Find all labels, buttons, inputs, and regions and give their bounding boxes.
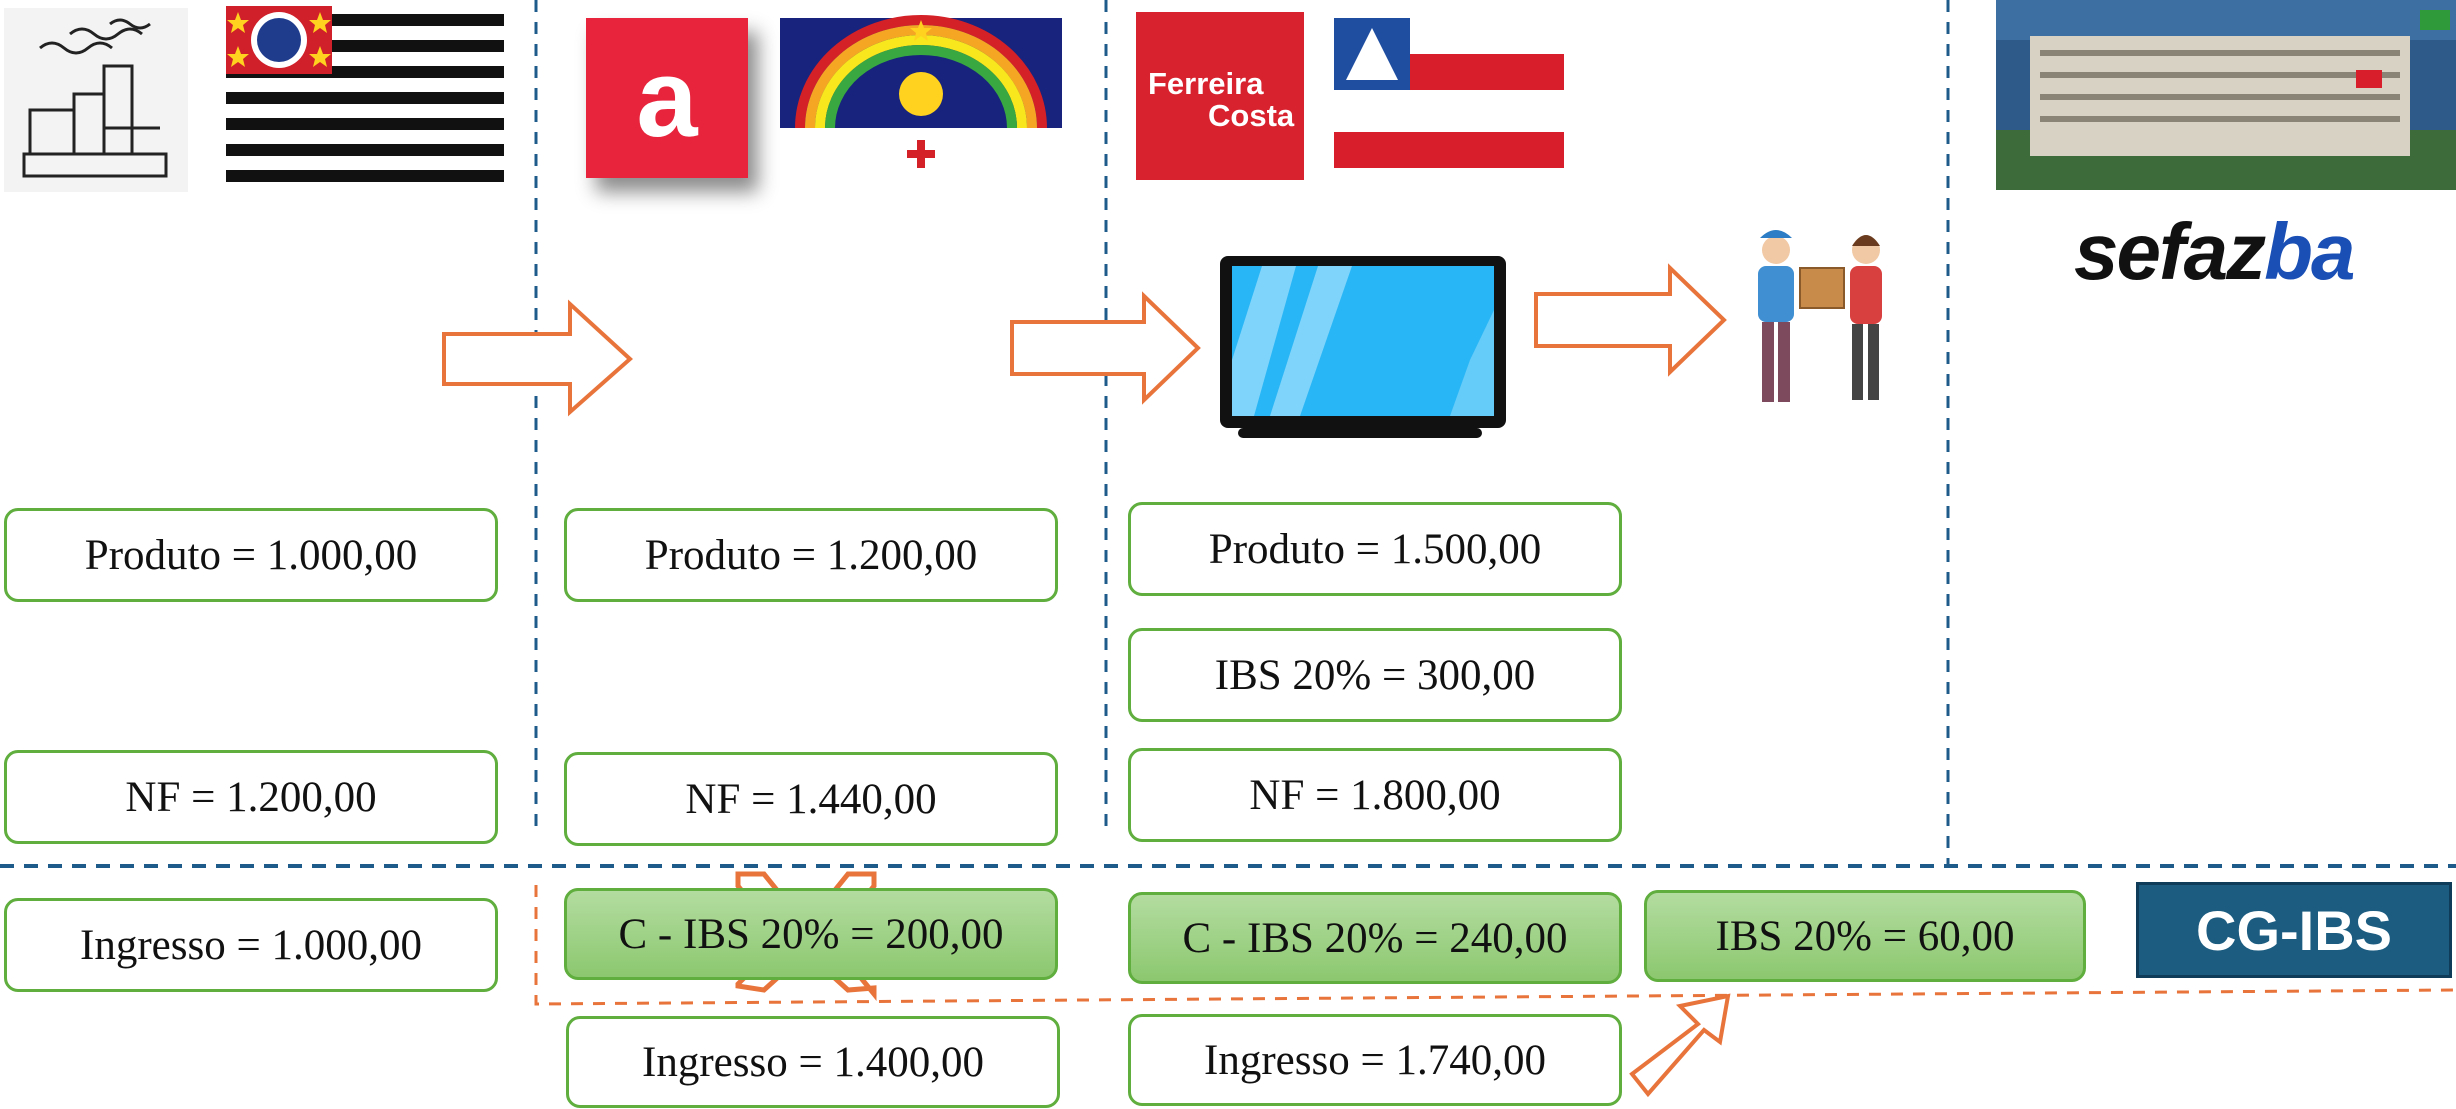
ba-ingresso-box: Ingresso = 1.740,00 (1128, 1014, 1622, 1106)
credit-arrow-up (1629, 993, 1731, 1098)
loja-a-logo: a (586, 18, 748, 178)
bahia-flag (1334, 18, 1564, 170)
ba-nf-box: NF = 1.800,00 (1128, 748, 1622, 842)
sp-ingresso-box: Ingresso = 1.000,00 (4, 898, 498, 992)
sefaz-logo-main: sefaz (2074, 207, 2266, 296)
flow-arrow-1 (442, 299, 633, 417)
ba-produto-box: Produto = 1.500,00 (1128, 502, 1622, 596)
loja-a-letter: a (636, 36, 698, 160)
ba-credito-box: C - IBS 20% = 240,00 (1128, 892, 1622, 984)
factory-icon (4, 8, 188, 192)
flow-arrow-2 (1010, 291, 1201, 405)
pe-ingresso-box: Ingresso = 1.400,00 (566, 1016, 1060, 1108)
pernambuco-flag (780, 15, 1062, 172)
ferreira-line2: Costa (1208, 98, 1295, 133)
ferreira-line1: Ferreira (1148, 66, 1264, 101)
pe-nf-box: NF = 1.440,00 (564, 752, 1058, 846)
ferreira-costa-logo: Ferreira Costa (1136, 12, 1304, 180)
delivery-icon (1758, 230, 1882, 402)
sao-paulo-flag (226, 6, 504, 190)
ba-ibs-box: IBS 20% = 300,00 (1128, 628, 1622, 722)
recolhimento-ibs-box: IBS 20% = 60,00 (1644, 890, 2086, 982)
pe-credito-box: C - IBS 20% = 200,00 (564, 888, 1058, 980)
sp-nf-box: NF = 1.200,00 (4, 750, 498, 844)
credit-flow-line (534, 885, 2456, 1006)
sp-produto-box: Produto = 1.000,00 (4, 508, 498, 602)
sefaz-ba-logo: sefazba (2074, 206, 2355, 298)
tv-icon (1220, 256, 1506, 438)
pe-produto-box: Produto = 1.200,00 (564, 508, 1058, 602)
cg-ibs-badge: CG-IBS (2136, 882, 2452, 978)
sefaz-logo-ba: ba (2264, 207, 2355, 296)
sefaz-building-photo (1996, 0, 2456, 190)
flow-arrow-3 (1534, 263, 1727, 377)
